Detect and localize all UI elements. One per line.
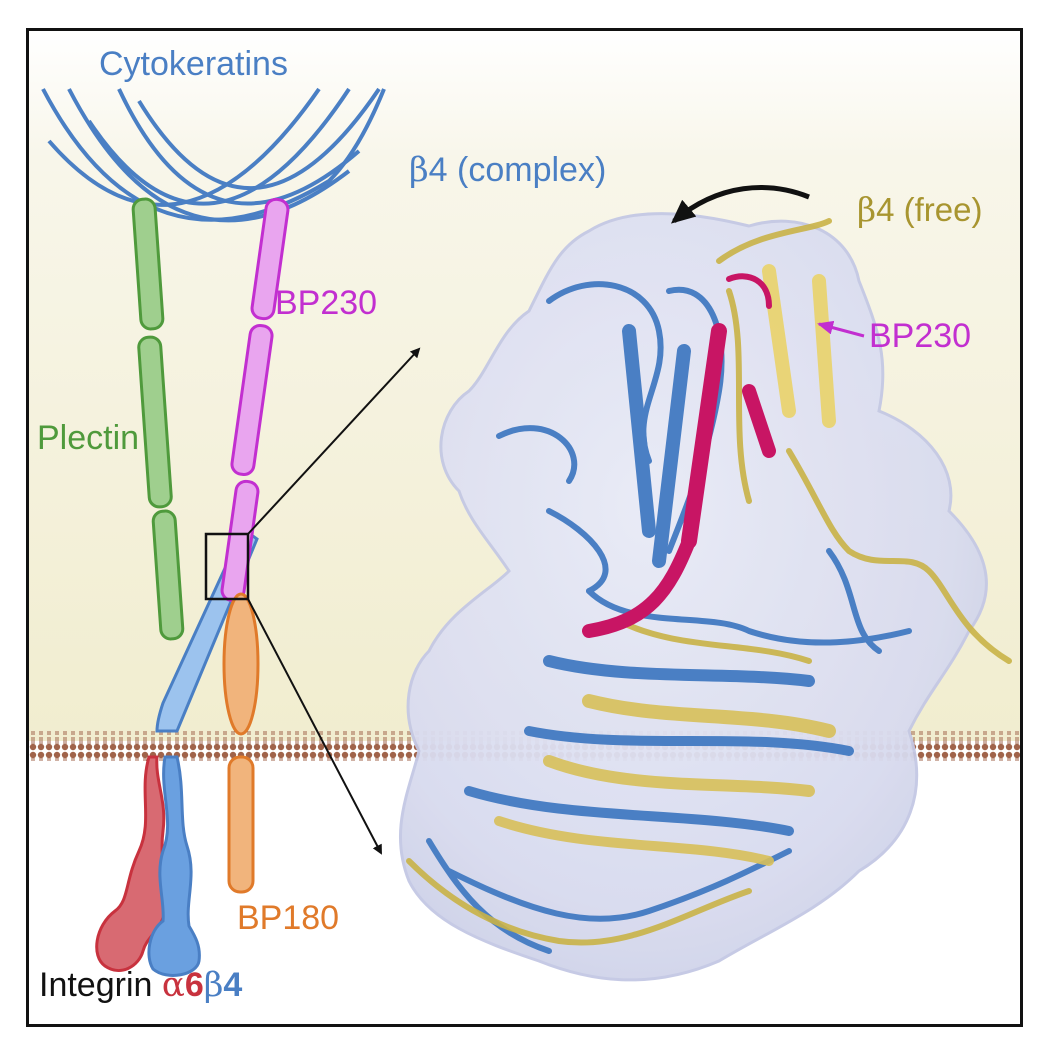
curved-arrow-icon bbox=[670, 185, 810, 224]
beta4-complex-ribbons bbox=[426, 281, 912, 954]
label-plectin: Plectin bbox=[37, 419, 139, 457]
bp180-molecule bbox=[222, 592, 260, 894]
bp230-molecule bbox=[220, 197, 290, 603]
plectin-molecule bbox=[131, 197, 185, 641]
beta4-molecular-surface bbox=[398, 212, 988, 982]
bp230-pointer-arrow bbox=[817, 320, 865, 338]
hemidesmosome-diagram: Cytokeratins Plectin BP230 BP230 BP180 I… bbox=[29, 31, 1020, 1024]
bp230-peptide-ribbon bbox=[582, 273, 776, 638]
label-beta4-free: β4 (free) bbox=[857, 190, 982, 229]
beta4-free-ribbons bbox=[406, 218, 1012, 946]
label-cytokeratins: Cytokeratins bbox=[99, 45, 288, 83]
figure-frame: Cytokeratins Plectin BP230 BP230 BP180 I… bbox=[26, 28, 1023, 1027]
label-bp230-right: BP230 bbox=[869, 317, 971, 355]
integrin-alpha6 bbox=[95, 755, 168, 972]
integrin-beta4-ectodomain bbox=[147, 755, 201, 977]
zoom-arrow-upper bbox=[247, 347, 421, 535]
zoom-arrow-lower bbox=[247, 598, 382, 855]
label-beta4-complex: β4 (complex) bbox=[409, 150, 606, 190]
label-integrin: Integrin α6β4 bbox=[39, 965, 242, 1005]
zoom-box bbox=[204, 532, 250, 601]
label-bp230-left: BP230 bbox=[275, 284, 377, 322]
cytokeratin-filaments bbox=[41, 87, 386, 223]
label-bp180: BP180 bbox=[237, 899, 339, 937]
